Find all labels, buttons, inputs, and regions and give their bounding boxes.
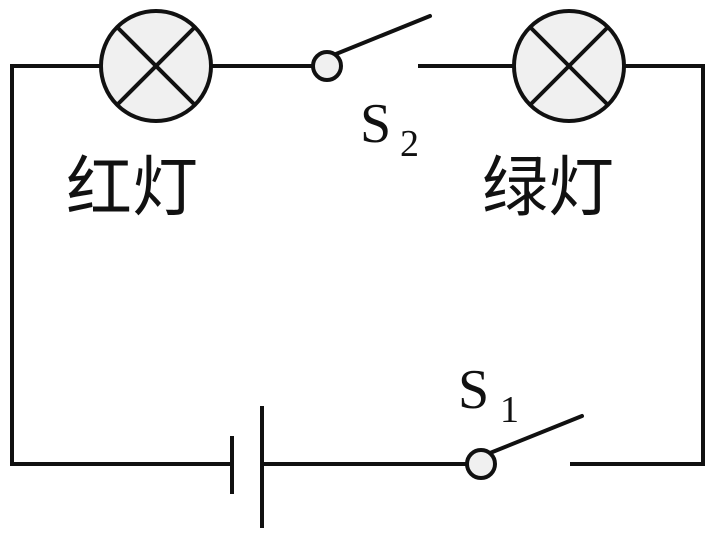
switch-s2 — [311, 14, 432, 82]
switch-s2-label-letter: S — [360, 93, 391, 155]
switch-s1-terminal — [465, 448, 497, 480]
switch-s1-label-subscript: 1 — [500, 389, 519, 431]
green-lamp — [512, 9, 626, 123]
switch-s1-label: S 1 — [458, 359, 519, 431]
red-lamp-label: 红灯 — [66, 149, 198, 226]
switch-s2-label: S 2 — [360, 93, 419, 165]
switch-s2-terminal — [311, 50, 343, 82]
switch-s1 — [465, 414, 584, 480]
red-lamp-cross-b — [115, 25, 197, 107]
switch-s1-blade — [488, 414, 584, 455]
switch-s2-label-subscript: 2 — [400, 123, 419, 165]
switch-s1-label-letter: S — [458, 359, 489, 421]
red-lamp — [99, 9, 213, 123]
green-lamp-cross-b — [528, 25, 610, 107]
switch-s2-blade — [334, 14, 432, 56]
green-lamp-label: 绿灯 — [482, 149, 614, 226]
